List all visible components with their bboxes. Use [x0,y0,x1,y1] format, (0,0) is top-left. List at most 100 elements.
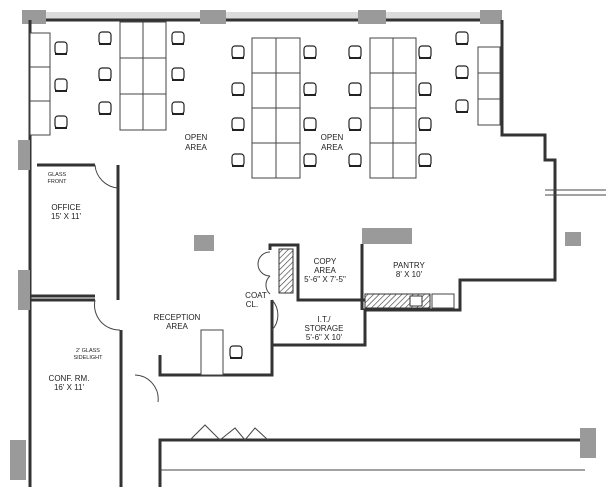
column [22,10,46,24]
desk [275,72,301,109]
coat-closet-doors[interactable] [257,251,271,295]
it-storage-label: STORAGE [305,324,344,333]
office-label: OFFICE [51,203,80,212]
chair-icon [98,67,112,81]
column [565,232,581,246]
chair-icon [455,65,469,79]
chair-icon [98,31,112,45]
sink-icon [409,295,423,307]
desk [251,107,277,144]
chair-icon [54,41,68,55]
open-area-label: OPEN [321,133,344,142]
column [362,228,412,244]
column [358,10,386,24]
chair-icon [348,82,362,96]
reception-desk [200,329,224,376]
column [194,235,214,251]
desk [119,93,144,131]
office-door[interactable] [94,164,119,189]
workstations [29,21,501,359]
desk [369,107,394,144]
chair-icon [171,67,185,81]
glass-front-label: GLASS [48,172,67,178]
open-area-label: AREA [321,143,343,152]
desk [29,32,51,68]
chair-icon [418,117,432,131]
desk [251,72,277,109]
it-storage-size: 5'-6" X 10' [306,333,343,342]
glass-front-label: FRONT [48,179,68,185]
column [18,270,30,310]
desk [119,57,144,95]
desk [392,72,417,109]
chair-icon [418,45,432,59]
chair-icon [303,153,317,167]
chair-icon [455,99,469,113]
copy-counter [278,248,294,294]
desk [369,142,394,179]
chair-icon [231,45,245,59]
column [580,428,596,458]
room-labels: OPEN AREA OPEN AREA GLASS FRONT OFFICE 1… [48,133,426,392]
open-area-label: OPEN [185,133,208,142]
storage-door[interactable] [271,299,279,331]
coat-closet-label: COAT [245,291,267,300]
chair-icon [303,82,317,96]
desk [142,93,167,131]
chair-icon [455,31,469,45]
copy-area-label: COPY [314,257,337,266]
chair-icon [303,45,317,59]
pantry-size: 8' X 10' [396,270,423,279]
column [480,10,502,24]
desk [392,37,417,74]
structure [10,10,606,487]
desk [29,66,51,102]
desk [392,142,417,179]
chair-icon [54,115,68,129]
chair-icon [231,117,245,131]
fridge [431,293,455,309]
chair-icon [171,101,185,115]
conf-room-door[interactable] [94,299,121,331]
chair-icon [348,153,362,167]
glass-sidelight-label: SIDELIGHT [73,355,103,361]
desk [29,100,51,136]
desk [369,72,394,109]
chair-icon [418,153,432,167]
desk [251,37,277,74]
desk [275,142,301,179]
desk [477,46,501,74]
chair-icon [348,45,362,59]
entry-door[interactable] [134,374,159,403]
conf-room-size: 16' X 11' [54,383,85,392]
coat-closet-label: CL. [246,300,258,309]
copy-area-size: 5'-6" X 7'-5" [304,275,346,284]
desk [369,37,394,74]
desk [251,142,277,179]
chair-icon [231,82,245,96]
reception-label: RECEPTION [154,313,201,322]
conf-room-label: CONF. RM. [49,374,90,383]
desk [275,107,301,144]
column [200,10,226,24]
copy-area-label: AREA [314,266,336,275]
reception-label: AREA [166,322,188,331]
pantry-label: PANTRY [393,261,425,270]
desk [142,57,167,95]
it-storage-label: I.T./ [318,315,332,324]
chair-icon [303,117,317,131]
desk [119,21,144,59]
chair-icon [98,101,112,115]
chair-icon [418,82,432,96]
desk [275,37,301,74]
office-size: 15' X 11' [51,212,82,221]
desk [477,98,501,126]
chair-icon [229,345,243,359]
column [10,440,26,480]
desk [392,107,417,144]
window-bay [189,424,269,441]
chair-icon [54,78,68,92]
desk [142,21,167,59]
open-area-label: AREA [185,143,207,152]
